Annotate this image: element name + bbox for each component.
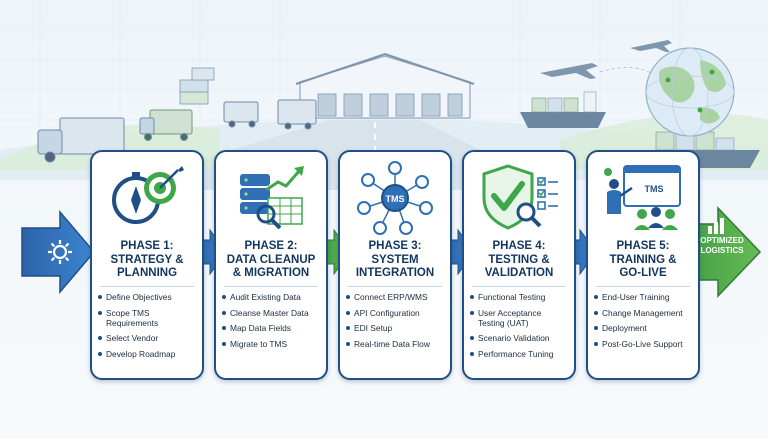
phase-title: PHASE 1: STRATEGY & PLANNING <box>94 240 200 281</box>
globe-icon <box>645 47 735 137</box>
phase-title-line: SYSTEM <box>371 253 419 266</box>
phase-title-line: PHASE 5: <box>616 240 670 252</box>
phase-card-4: PHASE 4: TESTING & VALIDATION Functional… <box>462 150 576 380</box>
list-item: Functional Testing <box>470 292 570 302</box>
phase-title-line: & MIGRATION <box>232 267 310 279</box>
airplane-icon <box>540 40 672 79</box>
task-list: Define Objectives Scope TMS Requirements… <box>98 292 198 364</box>
truck-icon <box>37 117 125 163</box>
list-item: Define Objectives <box>98 292 198 302</box>
phase-title-line: TESTING & <box>488 253 550 266</box>
warehouse-icon <box>295 52 475 119</box>
phase-title-line: PHASE 1: <box>120 240 174 252</box>
list-item: Deployment <box>594 323 694 333</box>
tms-label: TMS <box>386 194 405 204</box>
phase-card-1: PHASE 1: STRATEGY & PLANNING Define Obje… <box>90 150 204 380</box>
final-label: OPTIMIZED LOGISTICS <box>680 236 764 256</box>
list-item: User Acceptance Testing (UAT) <box>470 308 570 328</box>
list-item: Scenario Validation <box>470 333 570 343</box>
list-item: Performance Tuning <box>470 349 570 359</box>
start-arrow <box>21 209 95 295</box>
list-item: EDI Setup <box>346 323 446 333</box>
phase-title-line: INTEGRATION <box>355 267 435 279</box>
phase-title-line: DATA CLEANUP <box>226 253 316 266</box>
tms-network-icon: TMS <box>357 161 433 235</box>
divider <box>348 286 442 287</box>
bar-chart-icon <box>708 218 724 234</box>
divider <box>472 286 566 287</box>
compass-target-icon <box>112 166 184 224</box>
divider <box>100 286 194 287</box>
divider <box>596 286 690 287</box>
final-label-line-2: LOGISTICS <box>700 246 744 255</box>
shield-check-icon <box>482 164 558 230</box>
list-item: Change Management <box>594 308 694 318</box>
divider <box>224 286 318 287</box>
list-item: Scope TMS Requirements <box>98 308 198 328</box>
training-presenter-icon: TMS <box>604 165 681 230</box>
list-item: Select Vendor <box>98 333 198 343</box>
database-chart-icon <box>240 166 304 230</box>
list-item: Connect ERP/WMS <box>346 292 446 302</box>
gear-icon <box>48 240 72 264</box>
task-list: Connect ERP/WMS API Configuration EDI Se… <box>346 292 446 354</box>
phase-card-3: TMS PHASE 3: SYSTEM INTEGRATION Connect … <box>338 150 452 380</box>
tms-label: TMS <box>645 184 664 194</box>
phase-title: PHASE 4: TESTING & VALIDATION <box>466 240 572 281</box>
list-item: End-User Training <box>594 292 694 302</box>
phase-title-line: TRAINING & <box>609 253 677 266</box>
phase-card-2: PHASE 2: DATA CLEANUP & MIGRATION Audit … <box>214 150 328 380</box>
list-item: Audit Existing Data <box>222 292 322 302</box>
list-item: Map Data Fields <box>222 323 322 333</box>
list-item: Migrate to TMS <box>222 339 322 349</box>
phase-title-line: VALIDATION <box>484 267 554 279</box>
list-item: Post-Go-Live Support <box>594 339 694 349</box>
list-item: API Configuration <box>346 308 446 318</box>
phase-title-line: GO-LIVE <box>619 267 667 279</box>
phase-title: PHASE 2: DATA CLEANUP & MIGRATION <box>218 240 324 281</box>
phase-title-line: PHASE 2: <box>244 240 298 252</box>
phase-title-line: PHASE 3: <box>368 240 422 252</box>
phase-card-5: TMS PHASE 5: TRAINING & GO-LIVE End-User… <box>586 150 700 380</box>
phase-title-line: PHASE 4: <box>492 240 546 252</box>
final-label-line-1: OPTIMIZED <box>700 236 744 245</box>
list-item: Develop Roadmap <box>98 349 198 359</box>
list-item: Real-time Data Flow <box>346 339 446 349</box>
phase-title: PHASE 5: TRAINING & GO-LIVE <box>590 240 696 281</box>
task-list: Audit Existing Data Cleanse Master Data … <box>222 292 322 354</box>
task-list: End-User Training Change Management Depl… <box>594 292 694 354</box>
list-item: Cleanse Master Data <box>222 308 322 318</box>
phase-title-line: STRATEGY & <box>110 253 184 266</box>
phase-title: PHASE 3: SYSTEM INTEGRATION <box>342 240 448 281</box>
phase-title-line: PLANNING <box>116 267 178 279</box>
task-list: Functional Testing User Acceptance Testi… <box>470 292 570 364</box>
